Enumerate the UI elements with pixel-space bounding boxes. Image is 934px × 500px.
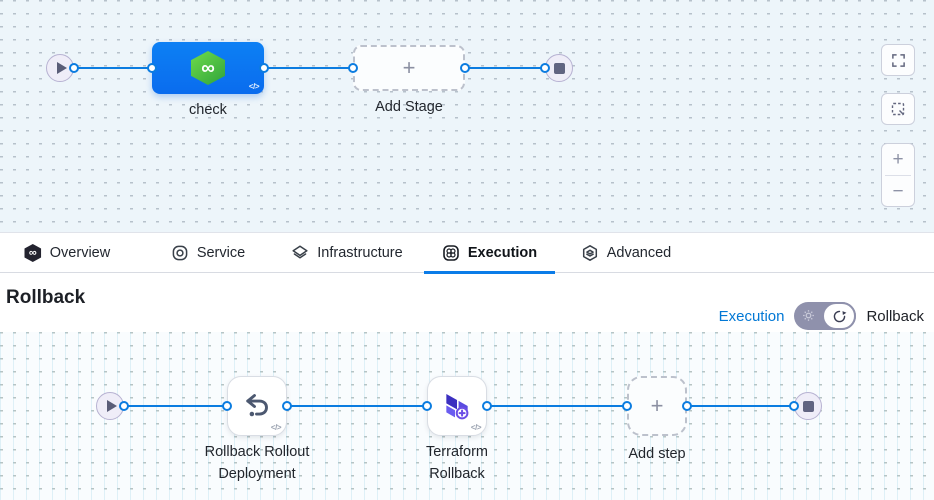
rollback-header: Rollback <box>0 273 934 332</box>
stage-label: check <box>189 102 227 118</box>
plus-icon: + <box>402 55 416 80</box>
fullscreen-icon <box>891 53 905 67</box>
plus-icon: + <box>892 148 904 170</box>
connector-port[interactable] <box>69 63 79 73</box>
connector-port[interactable] <box>348 63 358 73</box>
connector-port[interactable] <box>482 401 492 411</box>
step-label: Terraform Rollback <box>425 444 489 482</box>
tab-label: Service <box>196 245 246 261</box>
select-mode-button[interactable] <box>881 93 915 125</box>
connector-port[interactable] <box>460 63 470 73</box>
edge-line <box>487 405 629 407</box>
rollback-toggle-label: Rollback <box>866 307 924 325</box>
toggle-thumb <box>822 302 857 330</box>
connector-port[interactable] <box>259 63 269 73</box>
tab-infrastructure[interactable]: Infrastructure <box>272 233 422 273</box>
edge-line <box>76 67 152 69</box>
tab-overview[interactable]: ∞ Overview <box>8 233 126 273</box>
connector-port[interactable] <box>222 401 232 411</box>
fullscreen-button[interactable] <box>881 44 915 76</box>
undo-arrow-icon <box>246 394 268 417</box>
rollback-mode-icon <box>833 310 847 322</box>
edge-line <box>126 405 229 407</box>
service-icon <box>172 245 188 261</box>
connector-port[interactable] <box>682 401 692 411</box>
connector-port[interactable] <box>422 401 432 411</box>
code-icon: </> <box>248 82 260 91</box>
terraform-logo-icon <box>446 394 469 420</box>
stage-node-check[interactable]: ∞ </> <box>152 42 264 94</box>
overview-harness-icon: ∞ <box>24 244 42 262</box>
tab-label: Overview <box>49 245 111 261</box>
execution-gear-icon <box>803 310 815 321</box>
zoom-out-button[interactable]: − <box>882 176 914 207</box>
pipeline-tab-bar: ∞ Overview Service Infrastructure <box>0 232 934 274</box>
zoom-controls: + − <box>881 143 915 207</box>
connector-port[interactable] <box>282 401 292 411</box>
tab-label: Execution <box>467 245 538 261</box>
step-node-rollback-rollout[interactable]: </> <box>227 376 287 436</box>
active-tab-underline <box>424 271 555 274</box>
plus-icon: + <box>650 393 664 418</box>
execution-icon <box>443 245 459 261</box>
infrastructure-icon <box>292 245 308 259</box>
stop-icon <box>802 400 814 412</box>
add-stage-label: Add Stage <box>375 99 443 115</box>
tab-label: Advanced <box>606 245 672 261</box>
execution-rollback-switch-row: Execution Rollback <box>719 302 924 330</box>
marquee-select-icon <box>891 102 905 116</box>
step-label: Rollback Rollout Deployment <box>204 444 310 482</box>
rollback-canvas[interactable]: </> Rollback Rollout Deployment </> Terr… <box>0 332 934 500</box>
connector-port[interactable] <box>789 401 799 411</box>
execution-rollback-toggle[interactable] <box>794 302 857 330</box>
stop-icon <box>553 62 565 74</box>
connector-port[interactable] <box>622 401 632 411</box>
connector-port[interactable] <box>119 401 129 411</box>
page-title: Rollback <box>6 287 86 308</box>
tab-advanced[interactable]: Advanced <box>564 233 688 273</box>
tab-label: Infrastructure <box>317 245 403 261</box>
divider <box>885 175 911 176</box>
edge-line <box>465 67 547 69</box>
edge-line <box>287 405 429 407</box>
tab-service[interactable]: Service <box>156 233 260 273</box>
step-node-terraform-rollback[interactable]: </> <box>427 376 487 436</box>
harness-ci-icon: ∞ <box>191 51 225 85</box>
tab-execution[interactable]: Execution <box>424 233 555 274</box>
edge-line <box>264 67 354 69</box>
add-step-button[interactable]: + <box>627 376 687 436</box>
connector-port[interactable] <box>147 63 157 73</box>
code-icon: </> <box>270 423 282 432</box>
edge-line <box>687 405 796 407</box>
zoom-in-button[interactable]: + <box>882 144 914 175</box>
add-step-label: Add step <box>628 446 686 462</box>
connector-port[interactable] <box>540 63 550 73</box>
add-stage-button[interactable]: + <box>353 45 465 91</box>
play-icon <box>106 400 117 412</box>
code-icon: </> <box>470 423 482 432</box>
play-icon <box>56 62 67 74</box>
stage-canvas[interactable]: ∞ </> check + Add Stage <box>0 0 934 232</box>
execution-link[interactable]: Execution <box>718 307 785 325</box>
minus-icon: − <box>892 180 904 202</box>
advanced-icon <box>582 245 597 261</box>
